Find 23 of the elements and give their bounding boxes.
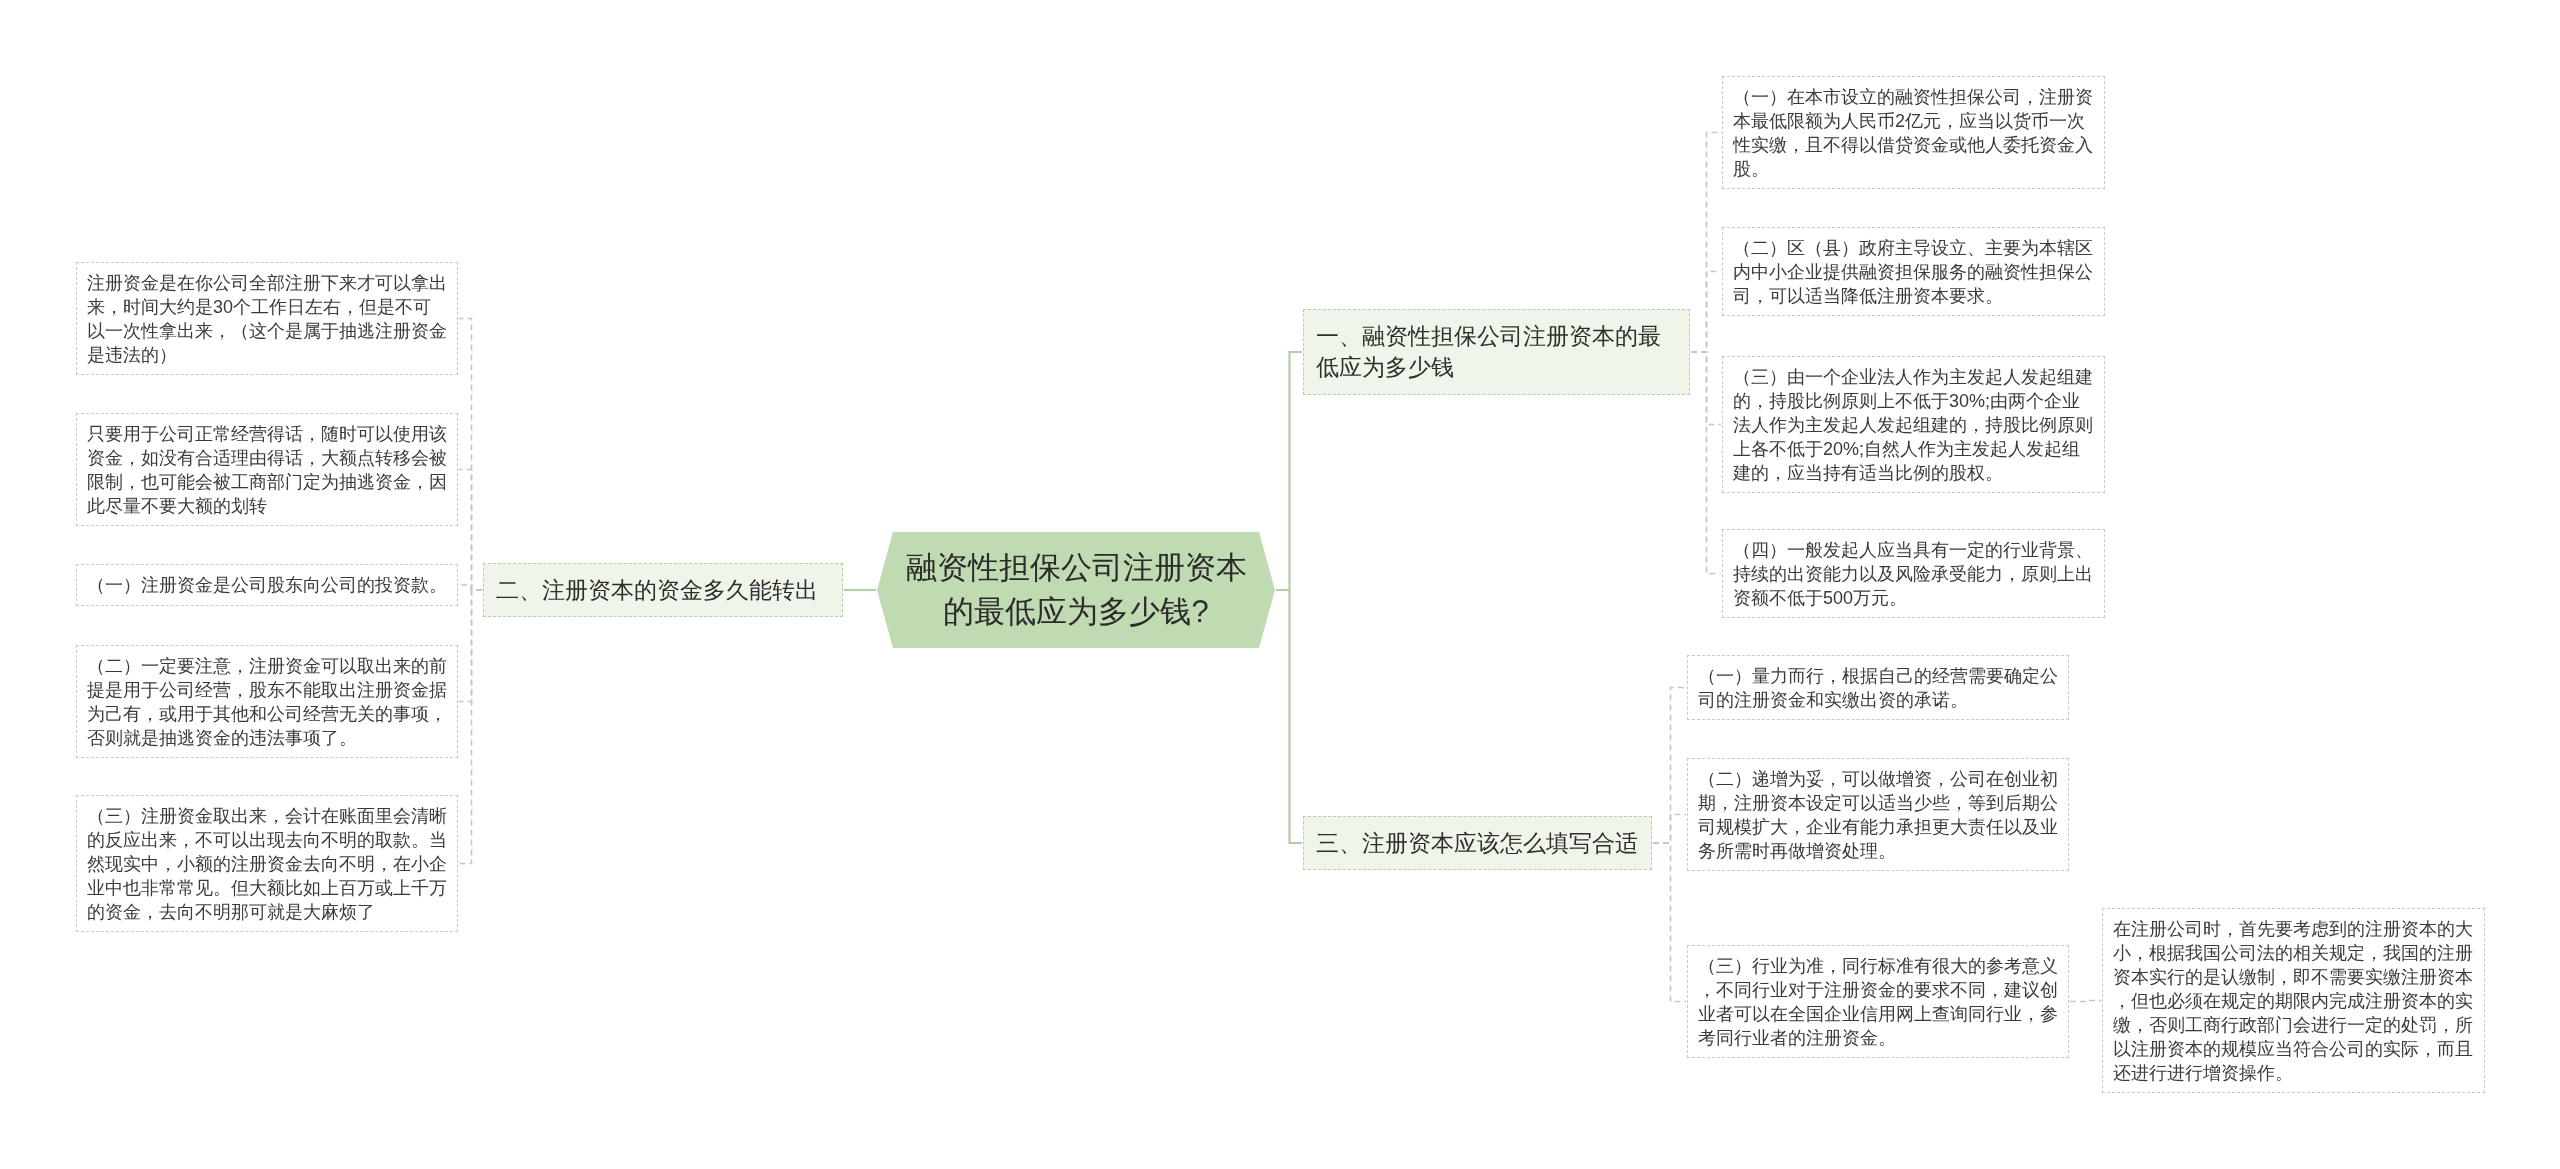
note-box: （四）一般发起人应当具有一定的行业背景、持续的出资能力以及风险承受能力，原则上出资额不低于500万元。 [1722,529,2105,618]
topic-box: 二、注册资本的资金多久能转出 [483,563,843,617]
connector-line [1652,842,1687,1003]
note-box: （一）量力而行，根据自己的经营需要确定公司的注册资金和实缴出资的承诺。 [1687,655,2069,720]
note-box: （二）递增为妥，可以做增资，公司在创业初期，注册资本设定可以适当少些，等到后期公司规模扩大，企业有能力承担更大责任以及业务所需时再做增资处理。 [1687,758,2069,871]
central-topic-hexagon: 融资性担保公司注册资本的最低应为多少钱? [877,532,1275,648]
connector-line [2069,999,2102,1003]
note-box: 只要用于公司正常经营得话，随时可以使用该资金，如没有合适理由得话，大额点转移会被限制，也可能会被工商部门定为抽逃资金，因此尽量不要大额的划转 [76,413,458,526]
connector-line [844,588,876,592]
note-box: 在注册公司时，首先要考虑到的注册资本的大小，根据我国公司法的相关规定，我国的注册资本实行的是认缴制，即不需要实缴注册资本，但也必须在规定的期限内完成注册资本的实缴，否则工商行政部门会进行一定的处罚，所以注册资本的规模应当符合公司的实际，而且还进行进行增资操作。 [2102,908,2485,1093]
topic-box: 一、融资性担保公司注册资本的最低应为多少钱 [1303,309,1690,395]
note-box: 注册资金是在你公司全部注册下来才可以拿出来，时间大约是30个工作日左右，但是不可以一次性拿出来，（这个是属于抽逃注册资金是违法的） [76,262,458,375]
connector-line [1276,588,1302,845]
note-box: （一）注册资金是公司股东向公司的投资款。 [76,564,458,606]
note-box: （三）注册资金取出来，会计在账面里会清晰的反应出来，不可以出现去向不明的取款。当然现实中，小额的注册资金去向不明，在小企业中也非常常见。但大额比如上百万或上千万的资金，去向不明那可就是大麻烦了 [76,795,458,932]
note-box: （三）由一个企业法人作为主发起人发起组建的，持股比例原则上不低于30%;由两个企业法人作为主发起人发起组建的，持股比例原则上各不低于20%;自然人作为主发起人发起组建的，应当持有适当比例的股权。 [1722,356,2105,493]
note-box: （二）区（县）政府主导设立、主要为本辖区内中小企业提供融资担保服务的融资性担保公司，可以适当降低注册资本要求。 [1722,227,2105,316]
note-box: （三）行业为准，同行标准有很大的参考意义，不同行业对于注册资金的要求不同，建议创业者可以在全国企业信用网上查询同行业，参考同行业者的注册资金。 [1687,945,2069,1058]
connector-line [1690,351,1722,575]
connector-line [458,589,483,865]
topic-box: 三、注册资本应该怎么填写合适 [1303,816,1652,870]
note-box: （一）在本市设立的融资性担保公司，注册资本最低限额为人民币2亿元，应当以货币一次性实缴，且不得以借贷资金或他人委托资金入股。 [1722,76,2105,189]
note-box: （二）一定要注意，注册资金可以取出来的前提是用于公司经营，股东不能取出注册资金据为己有，或用于其他和公司经营无关的事项，否则就是抽逃资金的违法事项了。 [76,645,458,758]
